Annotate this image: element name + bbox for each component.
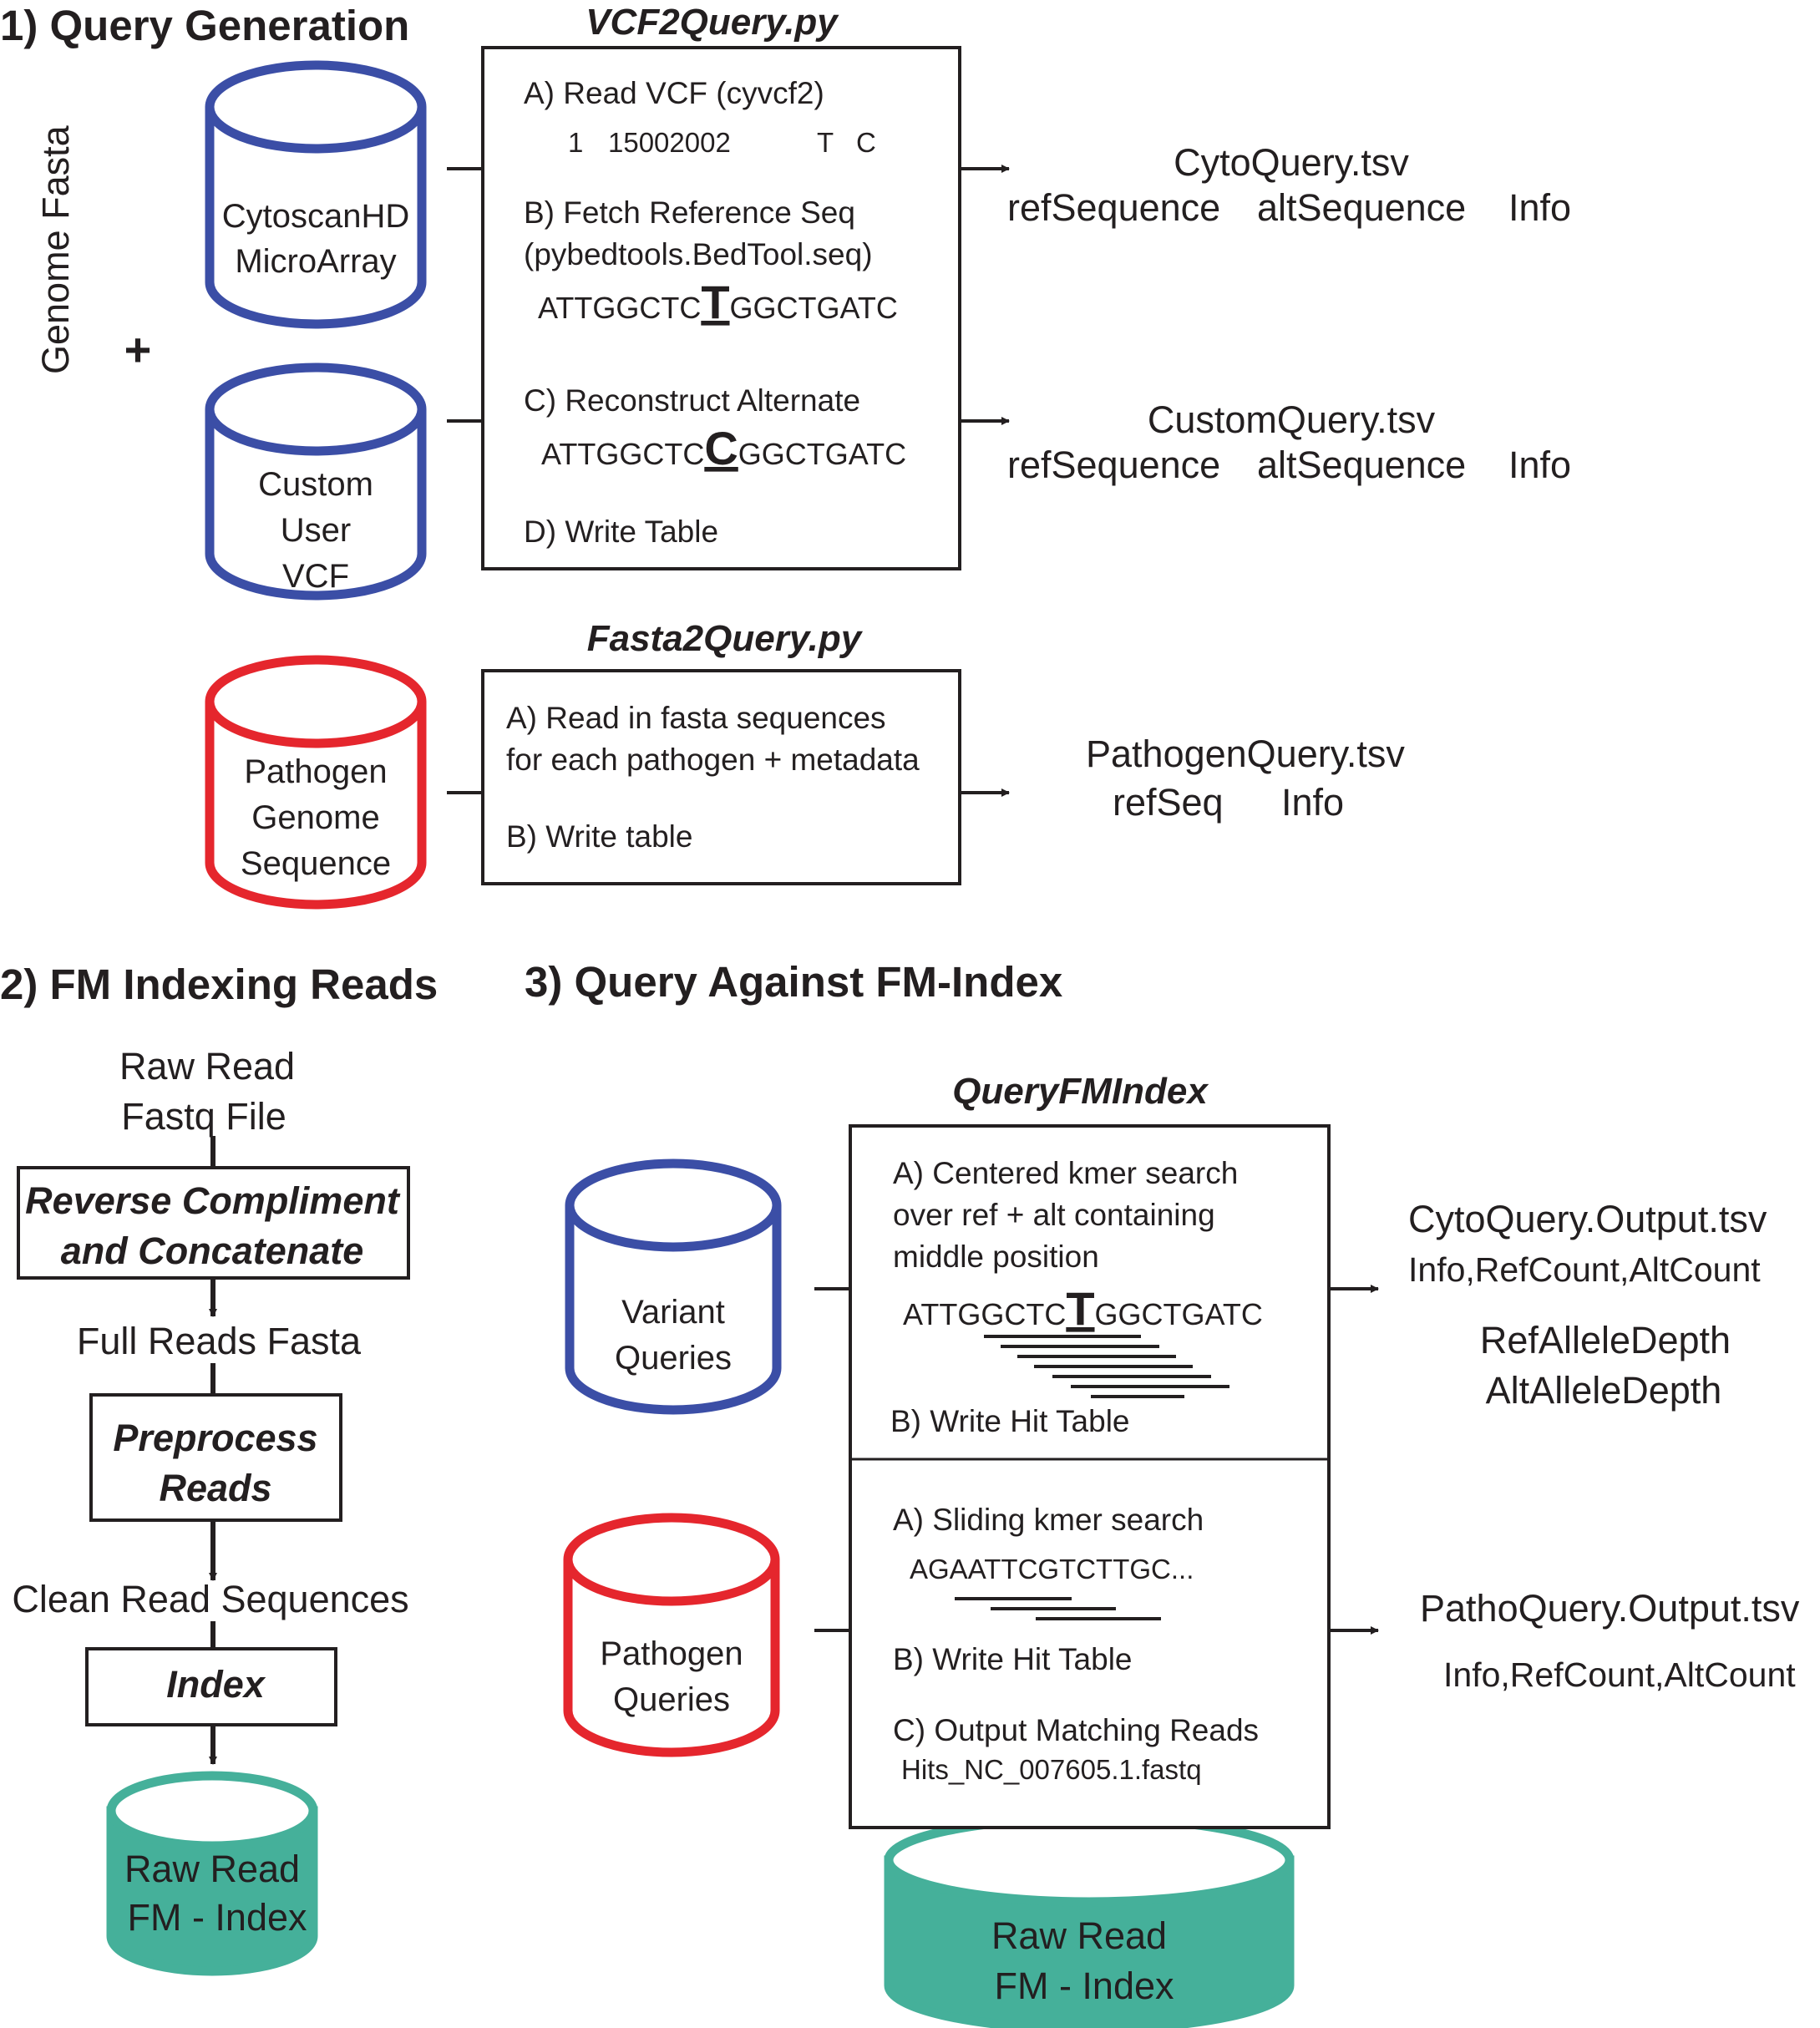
queryfmindex-title: QueryFMIndex xyxy=(952,1071,1209,1112)
custom-vcf-cylinder: Custom User VCF xyxy=(205,363,427,601)
hits-fastq-file: Hits_NC_007605.1.fastq xyxy=(901,1754,1202,1785)
cylinder-label: Variant xyxy=(621,1294,725,1331)
fasta-step-a-detail: for each pathogen + metadata xyxy=(506,743,920,777)
fasta-step-a: A) Read in fasta sequences xyxy=(506,701,886,735)
section-2-heading: 2) FM Indexing Reads xyxy=(0,961,438,1008)
fasta2query-title: Fasta2Query.py xyxy=(587,618,864,659)
preprocess-step: Preprocess Reads xyxy=(89,1393,342,1522)
cytoscan-cylinder: CytoscanHD MicroArray xyxy=(205,60,427,329)
cylinder-label: Raw Read xyxy=(991,1914,1167,1957)
sliding-sequence: AGAATTCGTCTTGC... xyxy=(910,1554,1194,1584)
patho-output-columns: Info,RefCount,AltCount xyxy=(1443,1655,1796,1694)
patho-step-c: C) Output Matching Reads xyxy=(893,1713,1259,1747)
vcf2query-box: A) Read VCF (cyvcf2) 1 15002002 T C B) F… xyxy=(481,46,961,570)
query-step-a-detail: middle position xyxy=(893,1240,1099,1274)
pathogen-genome-cylinder: Pathogen Genome Sequence xyxy=(205,655,427,910)
step-label: Reads xyxy=(159,1467,271,1509)
alt-allele-depth: AltAlleleDepth xyxy=(1486,1369,1722,1412)
full-reads-fasta-label: Full Reads Fasta xyxy=(77,1320,362,1362)
vcf-step-c: C) Reconstruct Alternate xyxy=(524,383,860,418)
patho-output-file: PathoQuery.Output.tsv xyxy=(1420,1587,1800,1630)
raw-fm-index-cylinder: Raw Read FM - Index xyxy=(106,1771,318,1976)
cyto-output-file: CytoQuery.Output.tsv xyxy=(1408,1198,1767,1240)
vcf-example-alt: C xyxy=(856,127,876,158)
col-alt-sequence: altSequence xyxy=(1257,444,1466,486)
vcf-step-b: B) Fetch Reference Seq xyxy=(524,195,855,230)
patho-step-b: B) Write Hit Table xyxy=(893,1642,1133,1676)
step-label: Preprocess xyxy=(113,1417,317,1459)
reference-sequence: ATTGGCTCTGGCTGATC xyxy=(538,276,898,328)
step-label: Index xyxy=(166,1663,266,1706)
raw-fm-index-cylinder-right: Raw Read FM - Index xyxy=(884,1813,1295,2028)
raw-read-label: Raw Read xyxy=(119,1045,295,1088)
query-step-a-detail: over ref + alt containing xyxy=(893,1198,1215,1232)
cylinder-label: Queries xyxy=(613,1681,730,1718)
kmer-center-sequence: ATTGGCTCTGGCTGATC xyxy=(903,1282,1263,1335)
vcf-step-a: A) Read VCF (cyvcf2) xyxy=(524,76,824,110)
section-1-heading: 1) Query Generation xyxy=(0,2,409,49)
vcf-example-pos: 15002002 xyxy=(608,127,731,158)
ref-allele-depth: RefAlleleDepth xyxy=(1480,1319,1731,1361)
cylinder-label: Pathogen xyxy=(600,1635,743,1672)
query-step-b: B) Write Hit Table xyxy=(890,1404,1130,1438)
step-label: Reverse Compliment xyxy=(25,1179,401,1222)
cyto-query-file: CytoQuery.tsv xyxy=(1174,141,1409,184)
vcf2query-title: VCF2Query.py xyxy=(586,2,839,43)
genome-fasta-label: Genome Fasta xyxy=(34,124,77,374)
patho-step-a: A) Sliding kmer search xyxy=(893,1503,1204,1537)
cylinder-label: Genome xyxy=(251,799,379,836)
cylinder-label: User xyxy=(281,512,351,549)
vcf-example-chrom: 1 xyxy=(568,127,583,158)
fasta-step-b: B) Write table xyxy=(506,819,692,854)
cylinder-label: FM - Index xyxy=(994,1965,1174,2007)
pathogen-queries-cylinder: Pathogen Queries xyxy=(563,1513,780,1757)
fasta2query-box: A) Read in fasta sequences for each path… xyxy=(481,669,961,885)
query-step-a: A) Centered kmer search xyxy=(893,1156,1238,1190)
col-info: Info xyxy=(1508,444,1571,486)
cylinder-label: Queries xyxy=(615,1340,732,1377)
cylinder-label: Pathogen xyxy=(244,753,387,790)
cylinder-label: FM - Index xyxy=(127,1896,307,1939)
sliding-kmer-lines xyxy=(955,1597,1161,1620)
plus-sign: + xyxy=(124,323,152,376)
col-info: Info xyxy=(1508,186,1571,229)
cyto-output-columns: Info,RefCount,AltCount xyxy=(1408,1250,1761,1289)
cylinder-label: VCF xyxy=(282,558,349,595)
col-ref-sequence: refSequence xyxy=(1007,186,1220,229)
vcf-step-b-detail: (pybedtools.BedTool.seq) xyxy=(524,237,873,271)
col-ref-seq: refSeq xyxy=(1113,781,1224,824)
section-3-heading: 3) Query Against FM-Index xyxy=(525,958,1062,1006)
kmer-alignment-lines xyxy=(984,1335,1229,1398)
col-ref-sequence: refSequence xyxy=(1007,444,1220,486)
queryfmindex-box: A) Centered kmer search over ref + alt c… xyxy=(849,1124,1331,1829)
cylinder-label: Raw Read xyxy=(124,1848,300,1890)
alternate-sequence: ATTGGCTCCGGCTGATC xyxy=(541,422,906,474)
vcf-example-ref: T xyxy=(817,127,834,158)
cylinder-label: Sequence xyxy=(241,845,391,882)
cylinder-label: CytoscanHD xyxy=(222,198,410,235)
clean-reads-label: Clean Read Sequences xyxy=(12,1578,408,1620)
cylinder-label: Custom xyxy=(258,466,373,503)
custom-query-file: CustomQuery.tsv xyxy=(1148,398,1436,441)
col-alt-sequence: altSequence xyxy=(1257,186,1466,229)
cylinder-label: MicroArray xyxy=(235,243,396,280)
reverse-complement-step: Reverse Compliment and Concatenate xyxy=(17,1166,410,1280)
vcf-step-d: D) Write Table xyxy=(524,515,718,549)
col-info: Info xyxy=(1281,781,1344,824)
pathogen-query-file: PathogenQuery.tsv xyxy=(1086,733,1405,775)
fastq-file-label: Fastq File xyxy=(121,1095,286,1138)
variant-queries-cylinder: Variant Queries xyxy=(565,1158,782,1415)
step-label: and Concatenate xyxy=(61,1229,364,1272)
index-step: Index xyxy=(85,1647,337,1726)
